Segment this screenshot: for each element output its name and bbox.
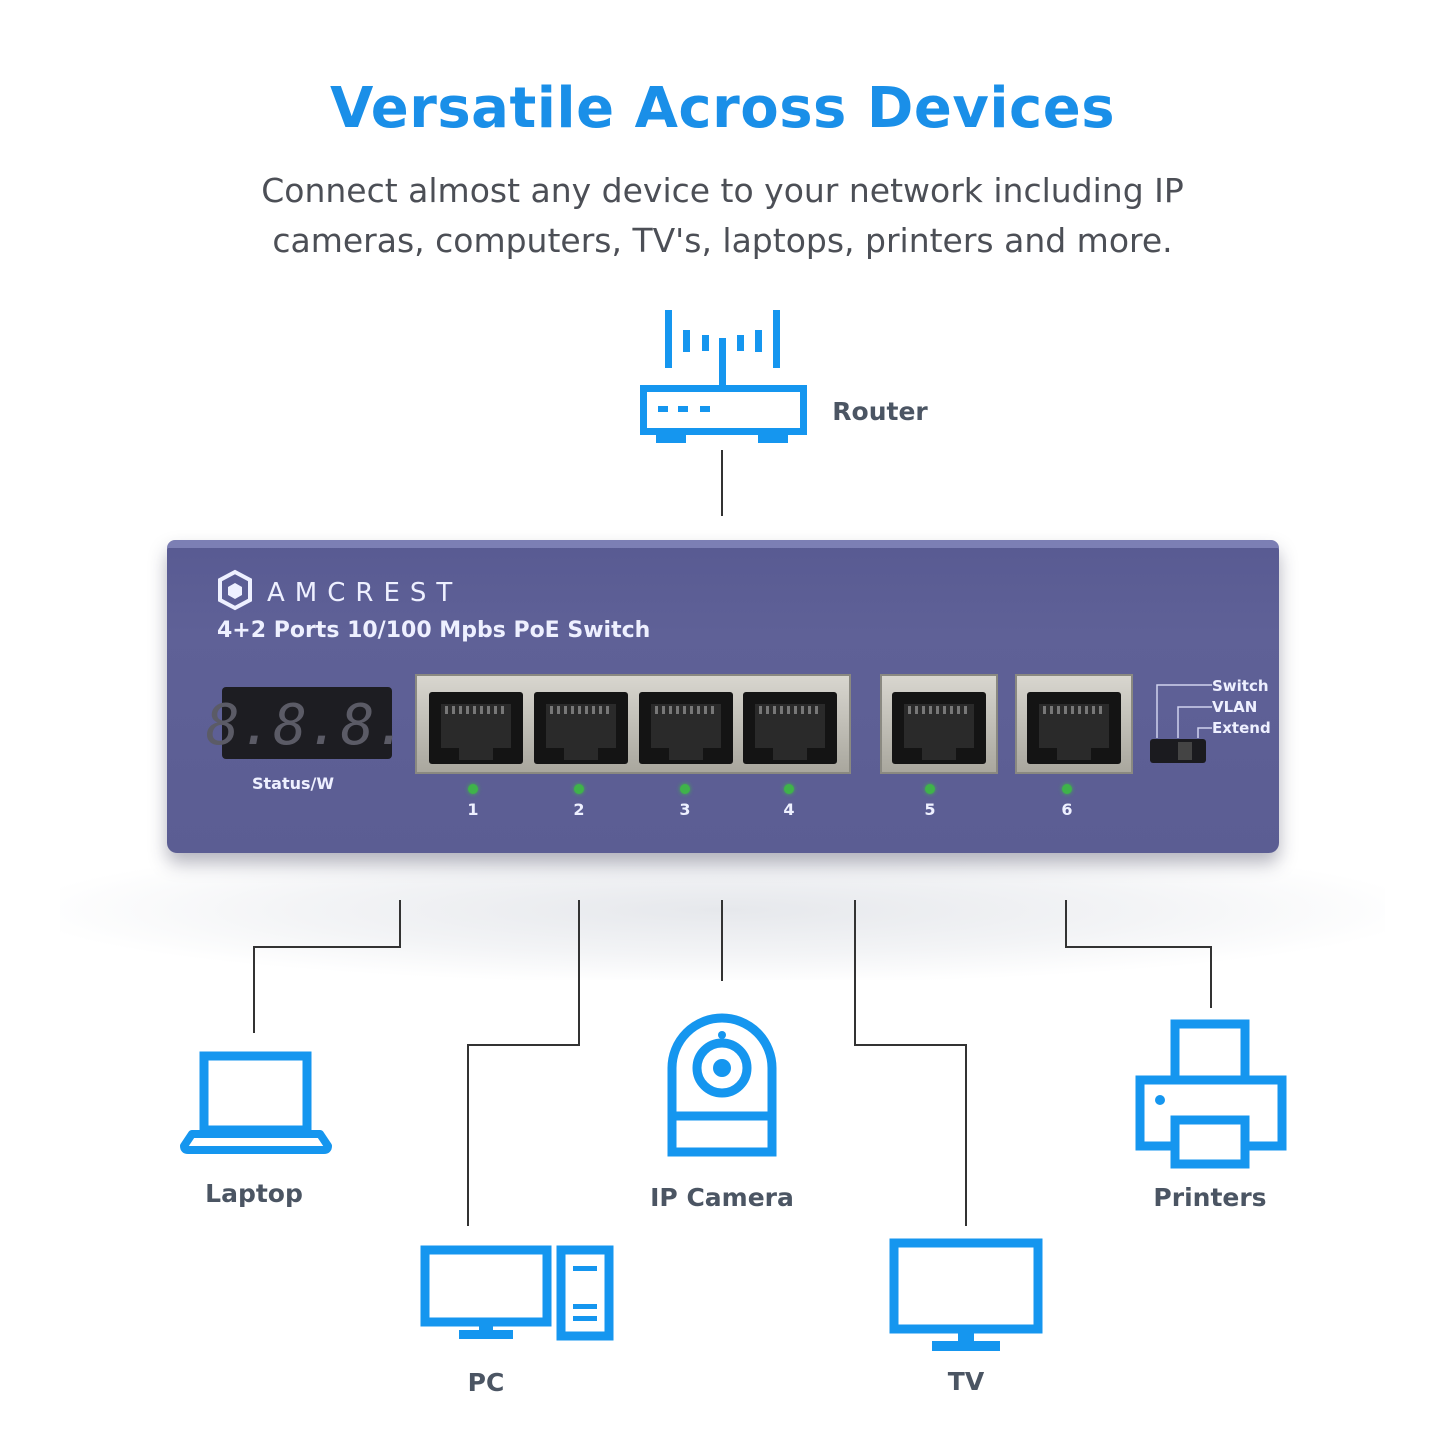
port-led-3	[680, 784, 690, 794]
poe-switch: AMCREST 4+2 Ports 10/100 Mpbs PoE Switch…	[167, 540, 1279, 853]
pc-label: PC	[467, 1368, 505, 1397]
switch-top-edge	[167, 540, 1279, 548]
port-led-2	[574, 784, 584, 794]
seven-segment-display: 8.8.8.	[206, 693, 408, 758]
router-label: Router	[832, 397, 928, 426]
laptop-line-b	[253, 946, 401, 948]
ethernet-port-3[interactable]	[639, 692, 733, 764]
ip-camera-label: IP Camera	[650, 1183, 794, 1212]
page-subtitle: Connect almost any device to your networ…	[200, 166, 1245, 266]
laptop-icon	[180, 1051, 332, 1154]
pc-line-a	[578, 900, 580, 1045]
display-digits: 8.8.8.	[206, 693, 408, 758]
port-led-6	[1062, 784, 1072, 794]
tv-label: TV	[947, 1367, 985, 1396]
ethernet-port-5[interactable]	[892, 692, 986, 764]
port-led-5	[925, 784, 935, 794]
mode-label-extend: Extend	[1212, 719, 1271, 737]
router-connector-line	[721, 450, 723, 516]
printer-icon	[1135, 1019, 1287, 1169]
status-display: 8.8.8.	[206, 687, 408, 759]
ethernet-port-4[interactable]	[743, 692, 837, 764]
port-led-4	[784, 784, 794, 794]
poe-port-panel	[415, 674, 851, 774]
ethernet-port-2[interactable]	[534, 692, 628, 764]
tv-line-c	[965, 1044, 967, 1226]
mode-toggle-switch[interactable]	[1150, 739, 1206, 763]
subtitle-line-2: cameras, computers, TV's, laptops, print…	[272, 221, 1173, 260]
ethernet-port-6[interactable]	[1027, 692, 1121, 764]
tv-line-b	[854, 1044, 967, 1046]
tv-line-a	[854, 900, 856, 1045]
pc-line-b	[467, 1044, 580, 1046]
laptop-label: Laptop	[205, 1179, 303, 1208]
printer-line-a	[1065, 900, 1067, 947]
port-number-6: 6	[1061, 800, 1073, 819]
mode-label-switch: Switch	[1212, 677, 1269, 695]
laptop-line-a	[399, 900, 401, 947]
mode-bracket-lines	[1156, 684, 1212, 738]
port-number-5: 5	[924, 800, 936, 819]
switch-brand: AMCREST	[267, 578, 463, 608]
page-title: Versatile Across Devices	[329, 76, 1116, 141]
uplink-port-panel-6	[1015, 674, 1133, 774]
port-led-1	[468, 784, 478, 794]
status-label: Status/W	[252, 774, 335, 793]
ethernet-port-1[interactable]	[429, 692, 523, 764]
uplink-port-panel-5	[880, 674, 998, 774]
ip-camera-icon	[667, 1013, 777, 1157]
printer-line-b	[1065, 946, 1212, 948]
port-number-4: 4	[783, 800, 795, 819]
printers-label: Printers	[1153, 1183, 1267, 1212]
laptop-line-c	[253, 946, 255, 1033]
pc-line-c	[467, 1044, 469, 1226]
router-icon	[640, 310, 807, 443]
subtitle-line-1: Connect almost any device to your networ…	[261, 171, 1184, 210]
port-number-1: 1	[467, 800, 479, 819]
port-number-2: 2	[573, 800, 585, 819]
toggle-knob	[1178, 742, 1192, 760]
port-number-3: 3	[679, 800, 691, 819]
amcrest-logo-icon	[218, 569, 252, 611]
pc-icon	[420, 1245, 614, 1341]
tv-icon	[889, 1238, 1043, 1351]
switch-model: 4+2 Ports 10/100 Mpbs PoE Switch	[217, 618, 651, 643]
mode-label-vlan: VLAN	[1212, 698, 1258, 716]
camera-line	[721, 900, 723, 981]
printer-line-c	[1210, 946, 1212, 1008]
